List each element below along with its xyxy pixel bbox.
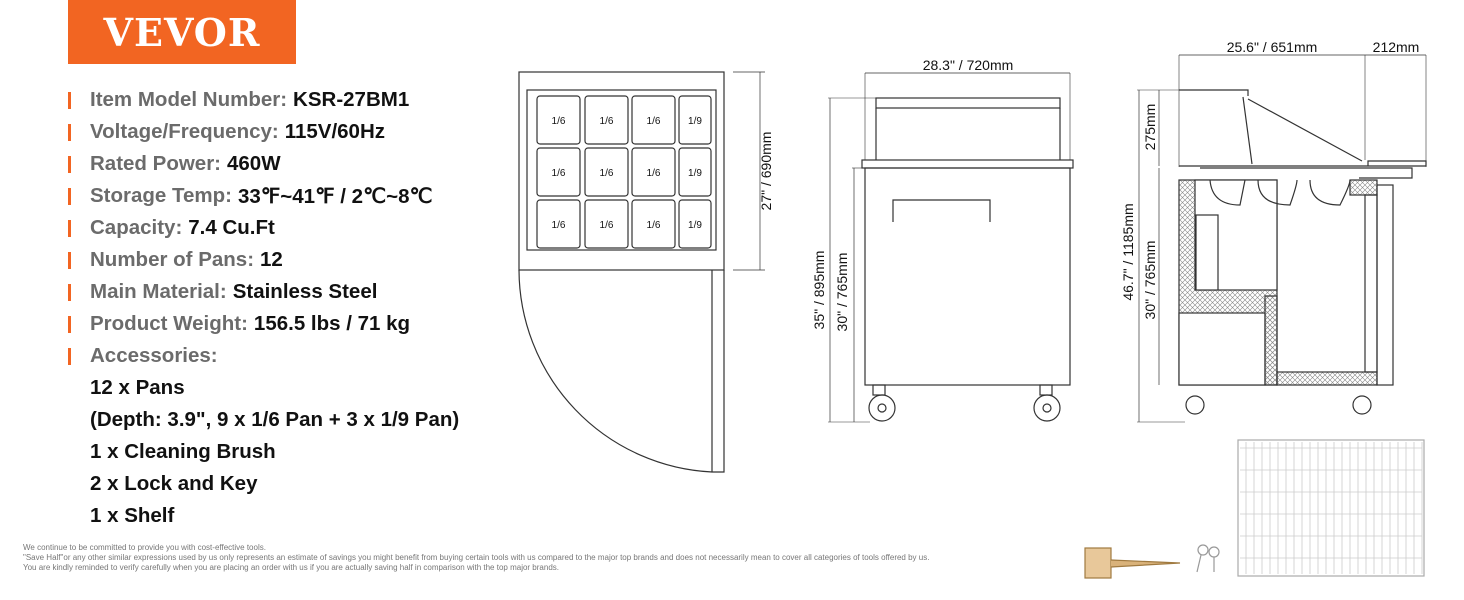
- spec-value: 33℉~41℉ / 2℃~8℃: [238, 184, 433, 208]
- spec-label: Item Model Number:: [90, 88, 288, 111]
- top-depth-label: 27" / 690mm: [758, 132, 774, 211]
- disclaimer-line: We continue to be committed to provide y…: [23, 543, 266, 552]
- accessory-item: 12 x Pans: [90, 376, 185, 399]
- pan-size-label: 1/6: [647, 116, 661, 127]
- bullet-bar: [68, 123, 71, 141]
- spec-capacity: Capacity:7.4 Cu.Ft: [68, 212, 459, 244]
- bullet-bar: [68, 315, 71, 333]
- side-total-height-label: 46.7" / 1185mm: [1120, 203, 1136, 300]
- pan: [678, 199, 712, 249]
- accessory-images: [1084, 439, 1425, 579]
- pan: [536, 147, 581, 197]
- front-body-height-label: 30" / 765mm: [834, 253, 850, 332]
- spec-value: 7.4 Cu.Ft: [188, 216, 275, 239]
- pan: [678, 147, 712, 197]
- bullet-bar: [68, 283, 71, 301]
- side-guard-height-label: 275mm: [1142, 104, 1158, 151]
- spec-temp: Storage Temp: 33℉~41℉ / 2℃~8℃: [68, 180, 459, 212]
- pan: [536, 95, 581, 145]
- spec-voltage: Voltage/Frequency:115V/60Hz: [68, 116, 459, 148]
- pan-size-label: 1/6: [647, 168, 661, 179]
- pan: [584, 95, 629, 145]
- disclaimer-line: You are kindly reminded to verify carefu…: [23, 563, 559, 572]
- spec-label: Product Weight:: [90, 312, 248, 335]
- pan-size-label: 1/9: [688, 116, 702, 127]
- spec-value: KSR-27BM1: [293, 88, 410, 111]
- spec-label: Accessories:: [90, 344, 218, 367]
- spec-value: Stainless Steel: [232, 280, 378, 303]
- pan-size-label: 1/6: [647, 220, 661, 231]
- front-view-drawing: [828, 72, 1074, 423]
- pan: [631, 199, 676, 249]
- spec-weight: Product Weight:156.5 lbs / 71 kg: [68, 308, 459, 340]
- spec-label: Rated Power:: [90, 152, 221, 175]
- pan-size-label: 1/6: [552, 220, 566, 231]
- spec-label: Main Material:: [90, 280, 227, 303]
- brush-icon: [1084, 547, 1112, 579]
- spec-value: 115V/60Hz: [284, 120, 386, 143]
- bullet-bar: [68, 91, 71, 109]
- pan-grid: 1/6 1/6 1/6 1/9 1/6 1/6 1/6 1/9 1/6 1/6 1/6 1/9: [536, 95, 712, 249]
- spec-label: Capacity:: [90, 216, 183, 239]
- pan-size-label: 1/9: [688, 168, 702, 179]
- pan: [584, 147, 629, 197]
- accessory-item: 1 x Cleaning Brush: [90, 440, 276, 463]
- pan-size-label: 1/6: [600, 220, 614, 231]
- pan: [536, 199, 581, 249]
- pan-size-label: 1/6: [552, 168, 566, 179]
- spec-label: Number of Pans:: [90, 248, 255, 271]
- front-total-height-label: 35" / 895mm: [811, 251, 827, 330]
- bullet-bar: [68, 187, 71, 205]
- side-body-height-label: 30" / 765mm: [1142, 241, 1158, 320]
- spec-model: Item Model Number:KSR-27BM1: [68, 84, 459, 116]
- accessory-item: 1 x Shelf: [90, 504, 175, 527]
- spec-list: Item Model Number:KSR-27BM1 Voltage/Freq…: [68, 84, 459, 532]
- front-width-label: 28.3" / 720mm: [923, 57, 1014, 73]
- side-depth-label: 25.6" / 651mm: [1227, 39, 1318, 55]
- bullet-bar: [68, 347, 71, 365]
- bullet-bar: [68, 155, 71, 173]
- accessory-item: 2 x Lock and Key: [90, 472, 258, 495]
- spec-accessories: Accessories:: [68, 340, 459, 372]
- key-icon: [1196, 544, 1220, 573]
- spec-value: 12: [260, 248, 283, 271]
- vevor-logo: VEVOR: [68, 0, 296, 64]
- pan: [631, 147, 676, 197]
- spec-value: 460W: [227, 152, 281, 175]
- side-view-drawing: [1137, 54, 1427, 423]
- spec-label: Storage Temp:: [90, 184, 232, 207]
- pan: [631, 95, 676, 145]
- spec-power: Rated Power: 460W: [68, 148, 459, 180]
- bullet-bar: [68, 219, 71, 237]
- bullet-bar: [68, 251, 71, 269]
- pan-size-label: 1/6: [600, 116, 614, 127]
- disclaimer: We continue to be committed to provide y…: [23, 543, 973, 573]
- pan: [678, 95, 712, 145]
- spec-value: 156.5 lbs / 71 kg: [253, 312, 411, 335]
- spec-label: Voltage/Frequency:: [90, 120, 279, 143]
- shelf-icon: [1237, 439, 1425, 577]
- top-view-drawing: 1/6 1/6 1/6 1/9 1/6 1/6 1/6 1/9 1/6 1/6 1/6 1/9: [518, 71, 765, 473]
- side-shelf-label: 212mm: [1373, 39, 1420, 55]
- disclaimer-line: "Save Half"or any other similar expressi…: [23, 553, 930, 562]
- pan-size-label: 1/6: [600, 168, 614, 179]
- pan-size-label: 1/6: [552, 116, 566, 127]
- pan-size-label: 1/9: [688, 220, 702, 231]
- spec-material: Main Material:Stainless Steel: [68, 276, 459, 308]
- spec-pans: Number of Pans:12: [68, 244, 459, 276]
- accessory-item: (Depth: 3.9", 9 x 1/6 Pan + 3 x 1/9 Pan): [90, 408, 460, 431]
- pan: [584, 199, 629, 249]
- logo-text: VEVOR: [103, 9, 261, 55]
